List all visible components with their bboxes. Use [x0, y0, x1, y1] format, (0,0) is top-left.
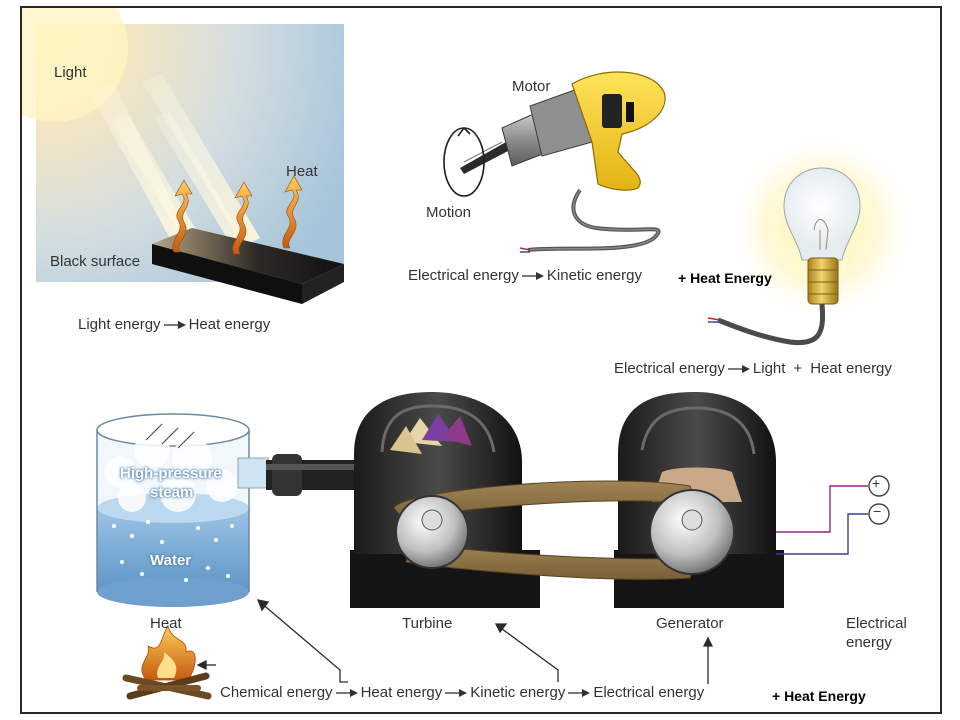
light-label: Light — [54, 64, 87, 81]
steam-label-line1: High-pressure — [120, 465, 222, 482]
heat-source-label: Heat — [150, 615, 182, 632]
equation-term: Light — [752, 360, 786, 377]
arrow-icon — [568, 689, 591, 698]
chain-term: Kinetic energy — [470, 684, 566, 701]
drill-energy-equation: Electrical energy Kinetic energy — [408, 268, 642, 283]
equation-term: Light energy — [78, 316, 161, 333]
chain-term: Heat energy — [360, 684, 443, 701]
drill-illustration — [460, 71, 666, 253]
campfire-icon — [122, 625, 212, 700]
negative-terminal-label: − — [873, 503, 882, 519]
motion-label: Motion — [426, 204, 472, 221]
light-bulb-illustration — [707, 129, 917, 346]
arrow-icon — [445, 689, 468, 698]
generator-label: Generator — [656, 615, 724, 632]
heat-label: Heat — [286, 163, 318, 180]
bulb-energy-equation: Electrical energy Light + Heat energy — [614, 361, 892, 376]
boiler-tank — [96, 413, 269, 607]
positive-terminal-label: + — [872, 475, 881, 491]
chain-term: Electrical energy — [593, 684, 705, 701]
arrow-icon — [521, 272, 544, 281]
arrow-icon — [163, 321, 186, 330]
turbine-label: Turbine — [402, 615, 453, 632]
equation-term: Kinetic energy — [546, 267, 642, 284]
heat-wave-icon — [172, 175, 303, 255]
electrical-energy-label-line1: Electrical — [846, 615, 907, 632]
turbine-pulley — [395, 495, 469, 569]
flow-arrows — [196, 599, 714, 684]
electrical-energy-label-line2: energy — [846, 634, 892, 651]
power-plant-energy-chain: Chemical energy Heat energy Kinetic energy… — [220, 685, 704, 700]
equation-term: Heat energy — [810, 360, 892, 377]
rotation-arrow-icon — [443, 127, 485, 197]
generator-pulley — [649, 489, 735, 575]
steam-label-line2: steam — [150, 484, 194, 501]
light-energy-equation: Light energy Heat energy — [78, 317, 270, 332]
black-surface-label: Black surface — [50, 253, 141, 270]
plant-heat-energy-note: + Heat Energy — [772, 688, 866, 704]
plus-sign: + — [793, 360, 803, 377]
motor-label: Motor — [512, 78, 551, 95]
arrow-icon — [335, 689, 358, 698]
drill-heat-energy-note: + Heat Energy — [678, 270, 772, 286]
output-wires — [776, 485, 868, 555]
positive-terminal-icon — [868, 475, 890, 497]
equation-term: Electrical energy — [408, 267, 519, 284]
arrow-icon — [727, 365, 750, 374]
chain-term: Chemical energy — [220, 684, 333, 701]
water-label: Water — [150, 552, 192, 569]
equation-term: Electrical energy — [614, 360, 725, 377]
black-surface — [152, 228, 344, 304]
equation-term: Heat energy — [188, 316, 271, 333]
turbine — [350, 392, 540, 608]
diagram-artwork — [22, 8, 917, 700]
negative-terminal-icon — [868, 503, 890, 525]
